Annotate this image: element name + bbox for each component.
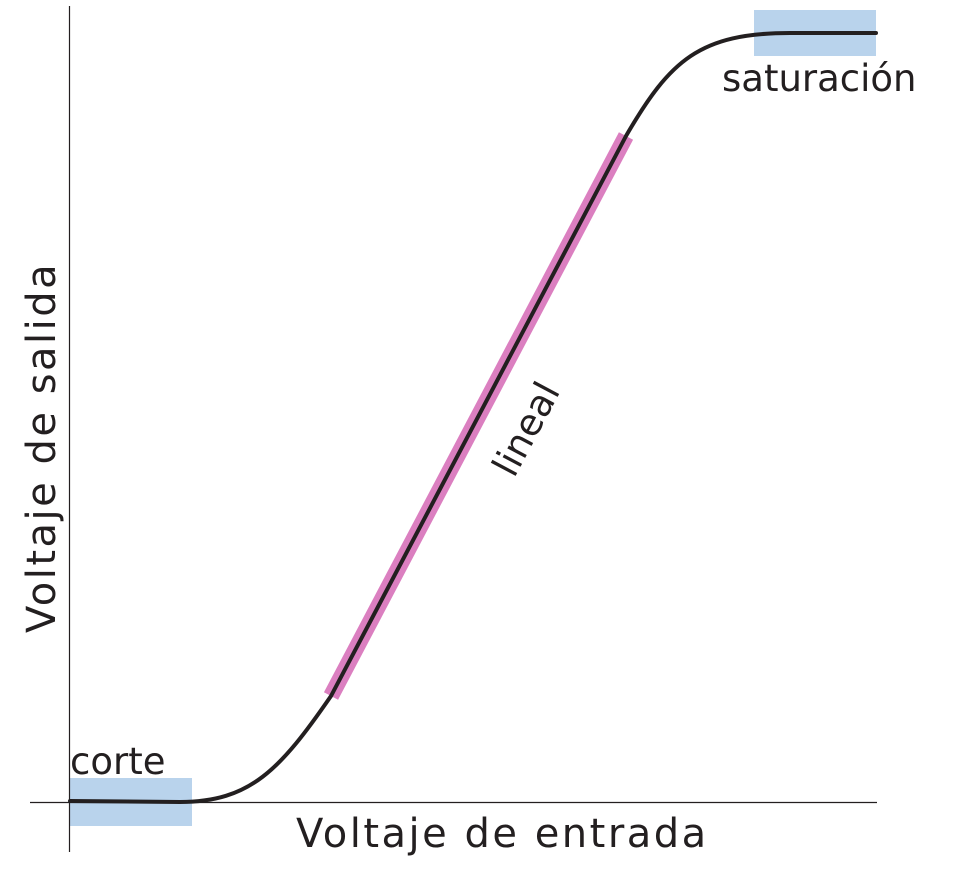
x-axis-title: Voltaje de entrada	[296, 811, 709, 857]
transfer-curve	[68, 31, 878, 804]
saturation-label: saturación	[722, 57, 917, 100]
cutoff-label: corte	[70, 740, 165, 783]
y-axis-title: Voltaje de salida	[19, 262, 65, 633]
